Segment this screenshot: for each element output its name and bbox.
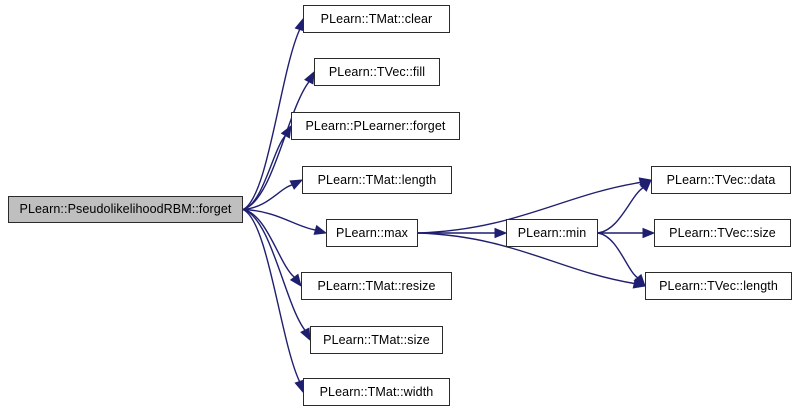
graph-node-label: PLearn::TVec::data bbox=[666, 172, 776, 187]
graph-edge-arrowhead bbox=[313, 224, 328, 235]
graph-node-label: PLearn::max bbox=[336, 225, 408, 240]
graph-node-label: PLearn::PseudolikelihoodRBM::forget bbox=[19, 202, 232, 217]
graph-node-tmat-resize[interactable]: PLearn::TMat::resize bbox=[301, 272, 452, 300]
graph-edge-root-to-tmat-resize bbox=[242, 208, 295, 278]
graph-edge-max-to-tvec-data bbox=[417, 181, 641, 234]
graph-edge-arrowhead bbox=[280, 124, 292, 139]
graph-node-tmat-size[interactable]: PLearn::TMat::size bbox=[310, 326, 443, 354]
graph-node-tmat-width[interactable]: PLearn::TMat::width bbox=[303, 378, 450, 406]
graph-edge-arrowhead bbox=[642, 227, 656, 239]
graph-node-tmat-clear[interactable]: PLearn::TMat::clear bbox=[303, 5, 450, 33]
graph-edge-max-to-tvec-length bbox=[417, 232, 635, 285]
graph-node-root[interactable]: PLearn::PseudolikelihoodRBM::forget bbox=[8, 196, 243, 223]
graph-edge-arrowhead bbox=[300, 327, 311, 342]
graph-edge-arrowhead bbox=[639, 179, 652, 192]
graph-node-tvec-size[interactable]: PLearn::TVec::size bbox=[654, 219, 791, 247]
graph-node-tvec-data[interactable]: PLearn::TVec::data bbox=[651, 166, 791, 194]
graph-node-label: PLearn::PLearner::forget bbox=[305, 118, 446, 133]
graph-node-tvec-fill[interactable]: PLearn::TVec::fill bbox=[314, 58, 440, 86]
graph-node-label: PLearn::TVec::length bbox=[659, 278, 778, 293]
graph-node-label: PLearn::TVec::size bbox=[669, 225, 776, 240]
graph-node-max[interactable]: PLearn::max bbox=[326, 219, 418, 247]
graph-node-label: PLearn::TMat::length bbox=[317, 172, 437, 187]
graph-node-label: PLearn::min bbox=[517, 225, 587, 240]
graph-edge-arrowhead bbox=[289, 179, 304, 190]
graph-node-tvec-length[interactable]: PLearn::TVec::length bbox=[645, 272, 792, 300]
graph-node-tmat-length[interactable]: PLearn::TMat::length bbox=[302, 166, 452, 194]
graph-edge-root-to-tmat-clear bbox=[242, 29, 301, 211]
graph-edge-root-to-tvec-fill bbox=[242, 81, 310, 211]
graph-edge-arrowhead bbox=[633, 273, 646, 287]
graph-edge-root-to-tmat-size bbox=[242, 208, 306, 331]
graph-edge-arrowhead bbox=[289, 273, 302, 288]
graph-node-label: PLearn::TVec::fill bbox=[328, 64, 426, 79]
graph-edge-arrowhead bbox=[494, 227, 508, 239]
graph-edge-arrowhead bbox=[304, 70, 315, 85]
graph-node-min[interactable]: PLearn::min bbox=[506, 219, 598, 247]
graph-edge-root-to-tmat-length bbox=[242, 184, 293, 211]
graph-edge-min-to-tvec-data bbox=[597, 187, 644, 234]
graph-node-label: PLearn::TMat::resize bbox=[317, 278, 436, 293]
graph-node-label: PLearn::TMat::clear bbox=[320, 11, 433, 26]
graph-node-label: PLearn::TMat::size bbox=[323, 332, 430, 347]
graph-edge-root-to-tmat-width bbox=[242, 208, 301, 382]
graph-edge-min-to-tvec-length bbox=[597, 232, 639, 279]
graph-edge-root-to-plearner-forget bbox=[242, 135, 287, 211]
graph-node-plearner-forget[interactable]: PLearn::PLearner::forget bbox=[291, 112, 460, 140]
graph-edge-root-to-max bbox=[242, 208, 316, 231]
graph-node-label: PLearn::TMat::width bbox=[319, 384, 434, 399]
